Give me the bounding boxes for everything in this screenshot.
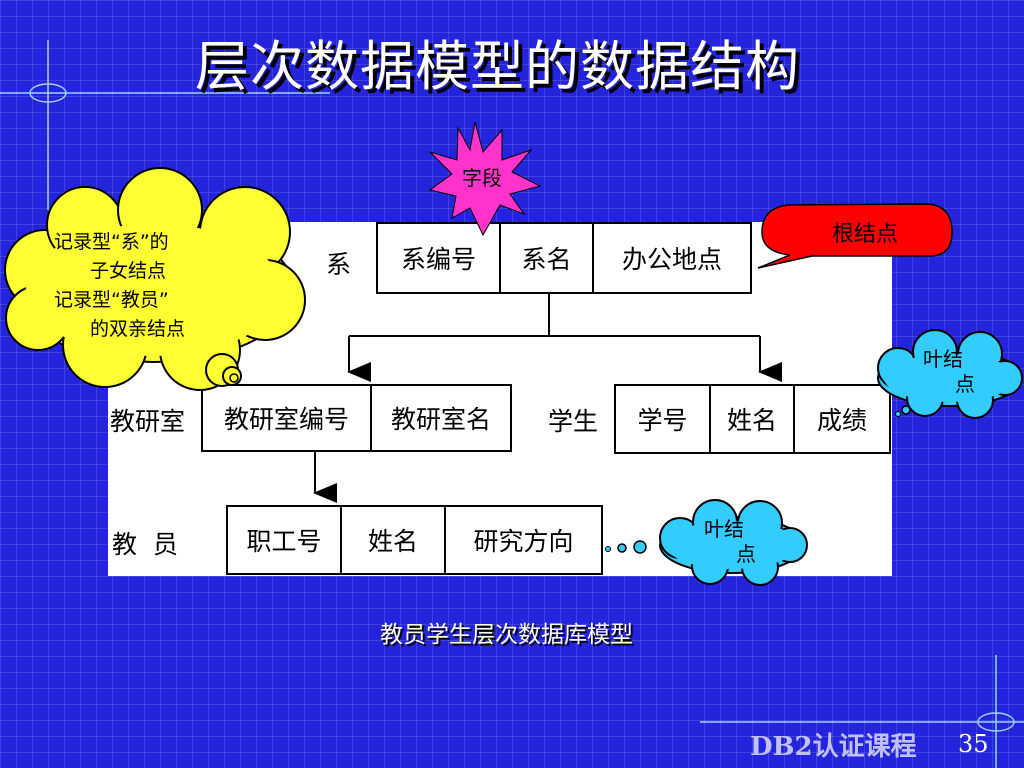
field-research-direction: 研究方向 [444, 507, 601, 573]
record-teaching-office: 教研室编号 教研室名 [201, 384, 512, 452]
field-teacher-name: 姓名 [340, 507, 444, 573]
root-bubble-shape [757, 203, 953, 269]
cloud-line-1: 记录型“系”的 [54, 231, 169, 253]
cloud-line-4: 的双亲结点 [90, 318, 186, 340]
field-employee-id: 职工号 [246, 527, 322, 556]
root-node-callout-text: 根结点 [831, 222, 898, 247]
field-student-name: 姓名 [709, 386, 793, 452]
cyan-cloud-bottom-shape [605, 499, 808, 586]
leaf-bottom-line-2: 点 [736, 542, 756, 566]
cloud-line-3: 记录型“教员” [54, 289, 169, 311]
record-label-teaching-office: 教研室 [110, 407, 186, 436]
leaf-node-bottom-text: 叶结 点 [688, 517, 778, 567]
record-label-student: 学生 [548, 407, 599, 436]
field-student-grade: 成绩 [793, 386, 889, 452]
cloud-line-2: 子女结点 [90, 260, 167, 282]
record-teacher: 职工号 姓名 研究方向 [226, 505, 603, 575]
record-student: 学号 姓名 成绩 [614, 384, 891, 454]
footer-course-name: DB2认证课程 [750, 732, 917, 762]
record-label-teacher: 教 员 [112, 530, 178, 559]
field-teaching-office-name: 教研室名 [370, 386, 510, 450]
field-callout-text: 字段 [462, 166, 502, 190]
field-office-location: 办公地点 [592, 224, 750, 292]
field-student-id: 学号 [637, 406, 688, 435]
diagram-caption: 教员学生层次数据库模型 [380, 622, 633, 648]
cyan-cloud-right-shape [877, 329, 1023, 419]
field-department-id: 系编号 [400, 245, 476, 274]
record-label-department: 系 [326, 250, 352, 279]
leaf-right-line-1: 叶结 [923, 347, 963, 371]
yellow-cloud-shape [4, 167, 306, 391]
record-department: 系编号 系名 办公地点 [376, 222, 752, 294]
slide-title: 层次数据模型的数据结构 [195, 35, 800, 98]
field-teaching-office-id: 教研室编号 [223, 405, 349, 434]
field-department-name: 系名 [499, 224, 592, 292]
starburst-shape [428, 121, 542, 237]
leaf-node-right-text: 叶结 点 [905, 347, 985, 397]
parent-child-cloud-text: 记录型“系”的 子女结点 记录型“教员” 的双亲结点 [42, 228, 262, 344]
page-number: 35 [958, 730, 989, 758]
leaf-right-line-2: 点 [955, 372, 975, 396]
leaf-bottom-line-1: 叶结 [704, 517, 744, 541]
